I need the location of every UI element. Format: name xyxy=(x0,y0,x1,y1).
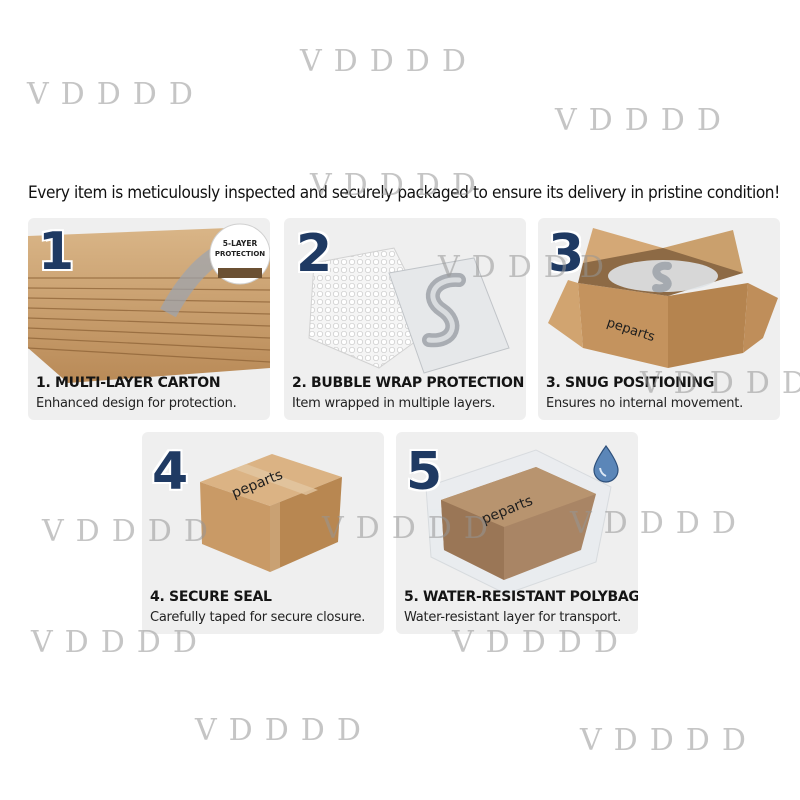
step-title-5: 5. WATER-RESISTANT POLYBAG xyxy=(404,589,638,605)
step-number-3: 3 xyxy=(547,224,585,284)
step-card-2: 2 2. BUBBLE WRAP PROTECTION Item wrapped… xyxy=(284,218,526,420)
bubble-wrap-image xyxy=(308,247,510,374)
step-description-3: Ensures no internal movement. xyxy=(546,396,743,411)
water-drop-icon xyxy=(593,444,619,483)
watermark: VDDDD xyxy=(300,44,478,79)
sealed-box-image: peparts xyxy=(200,454,342,572)
polybag-image: peparts xyxy=(425,444,619,595)
step-card-1: 5-LAYER PROTECTION 1 1. MULTI-LAYER CART… xyxy=(28,218,270,420)
step-number-5: 5 xyxy=(405,442,443,502)
step-description-1: Enhanced design for protection. xyxy=(36,396,237,411)
step-number-1: 1 xyxy=(37,222,75,282)
step-description-5: Water-resistant layer for transport. xyxy=(404,610,621,625)
step-description-4: Carefully taped for secure closure. xyxy=(150,610,366,625)
headline: Every item is meticulously inspected and… xyxy=(28,183,780,202)
step-title-3: 3. SNUG POSITIONING xyxy=(546,375,715,391)
step-card-3: peparts 3 3. SNUG POSITIONING Ensures no… xyxy=(538,218,780,420)
step-card-5: peparts 5 5. WATER-RESISTANT POLYBAG Wat… xyxy=(396,432,638,634)
step-title-1: 1. MULTI-LAYER CARTON xyxy=(36,375,221,391)
badge-line2: PROTECTION xyxy=(215,250,265,258)
step-title-4: 4. SECURE SEAL xyxy=(150,589,272,605)
watermark: VDDDD xyxy=(555,103,733,138)
badge-line1: 5-LAYER xyxy=(223,239,258,248)
step-number-2: 2 xyxy=(295,224,333,284)
step-number-4: 4 xyxy=(151,442,189,502)
watermark: VDDDD xyxy=(195,713,373,748)
corrugated-cardboard-image: 5-LAYER PROTECTION xyxy=(28,223,270,383)
open-box-image: peparts xyxy=(548,228,778,368)
step-title-2: 2. BUBBLE WRAP PROTECTION xyxy=(292,375,525,391)
step-description-2: Item wrapped in multiple layers. xyxy=(292,396,496,411)
watermark: VDDDD xyxy=(580,723,758,758)
watermark: VDDDD xyxy=(27,77,205,112)
step-card-4: peparts 4 4. SECURE SEAL Carefully taped… xyxy=(142,432,384,634)
